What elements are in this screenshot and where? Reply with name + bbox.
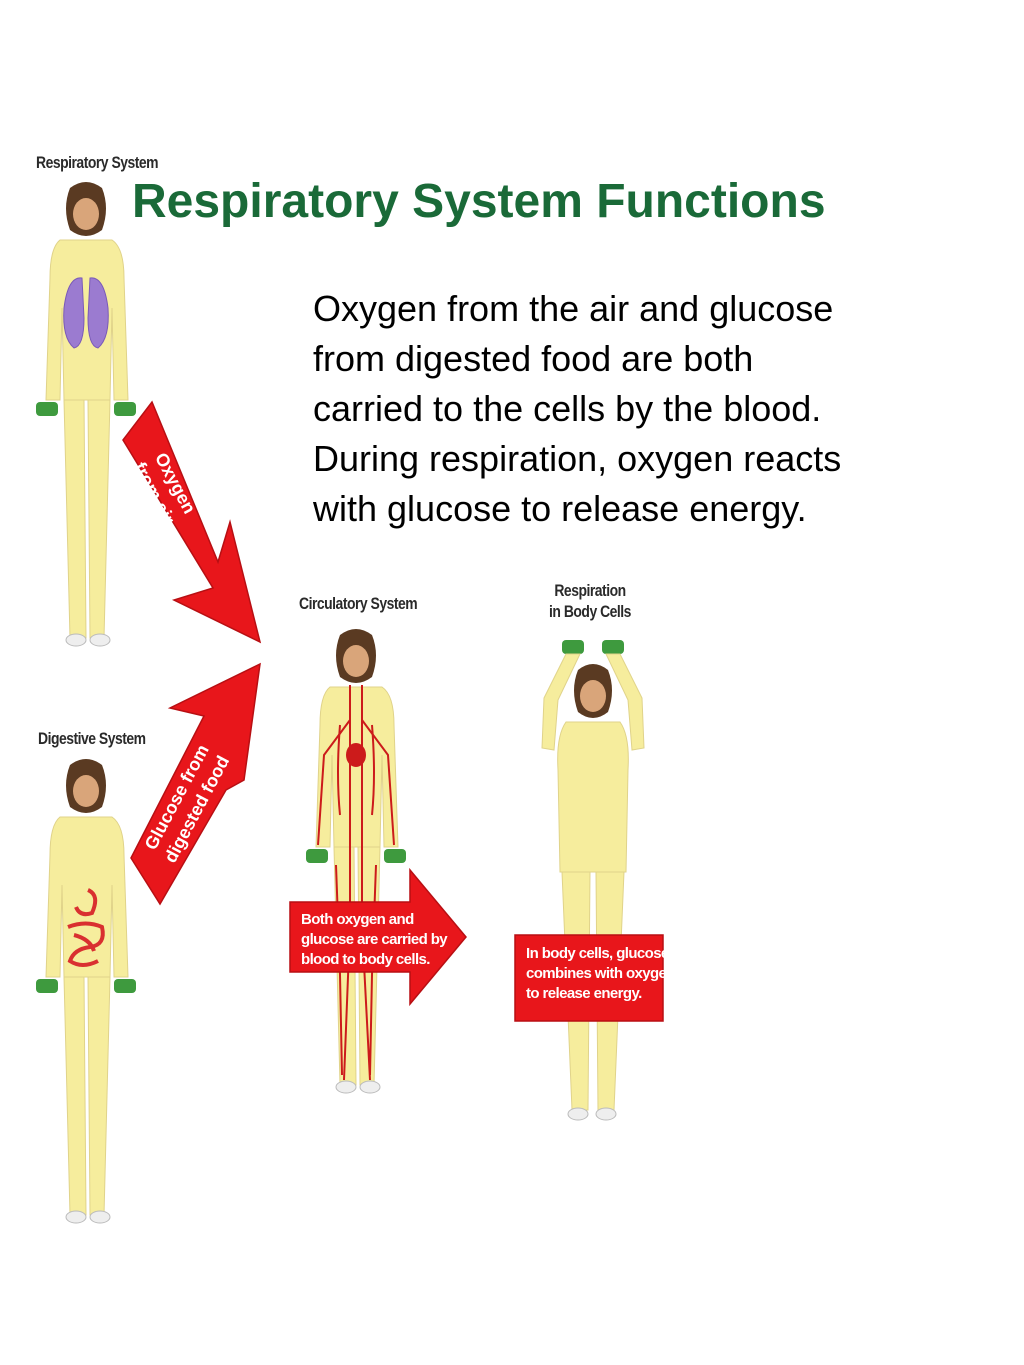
description-line: Oxygen from the air and glucose — [313, 288, 834, 329]
description-line: carried to the cells by the blood. — [313, 388, 822, 429]
body-cells-figure — [541, 640, 645, 1121]
description-line: with glucose to release energy. — [313, 488, 807, 529]
blood-callout-line: blood to body cells. — [301, 951, 430, 968]
lungs-icon — [63, 277, 109, 349]
dumbbell-icon — [562, 640, 624, 654]
person-figure — [45, 182, 129, 647]
dumbbell-icon — [306, 849, 406, 863]
respiratory-system-label: Respiratory System — [36, 153, 159, 172]
circulatory-system-label: Circulatory System — [299, 594, 418, 613]
cells-callout-line: combines with oxygen — [526, 965, 675, 982]
description-line: from digested food are both — [313, 338, 754, 379]
dumbbell-icon — [36, 979, 136, 993]
respiration-cells-label-line: in Body Cells — [549, 602, 631, 622]
oxygen-arrow: Oxygen from air — [122, 400, 262, 644]
slide-title: Respiratory System Functions — [132, 175, 826, 228]
cells-callout-line: In body cells, glucose — [526, 945, 669, 962]
description-text: Oxygen from the air and glucose from dig… — [313, 284, 953, 534]
cells-callout-line: to release energy. — [526, 985, 642, 1002]
digestive-figure — [36, 759, 136, 1224]
blood-callout-line: Both oxygen and — [301, 911, 414, 928]
cells-callout-box — [514, 934, 664, 1022]
respiratory-figure — [36, 182, 136, 647]
respiration-cells-label: Respiration in Body Cells — [549, 580, 631, 623]
glucose-arrow: Glucose from digested food — [130, 662, 261, 906]
respiration-cells-label-line: Respiration — [554, 581, 626, 600]
person-figure — [541, 653, 645, 1121]
blood-arrow — [289, 867, 467, 1007]
blood-callout: Both oxygen and glucose are carried by b… — [301, 910, 448, 970]
digestive-system-label: Digestive System — [38, 729, 146, 748]
cells-callout: In body cells, glucose combines with oxy… — [526, 944, 675, 1004]
digestive-organs-icon — [67, 888, 105, 967]
description-line: During respiration, oxygen reacts — [313, 438, 842, 479]
blood-callout-line: glucose are carried by — [301, 931, 448, 948]
dumbbell-icon — [36, 402, 136, 416]
person-figure — [45, 759, 129, 1224]
